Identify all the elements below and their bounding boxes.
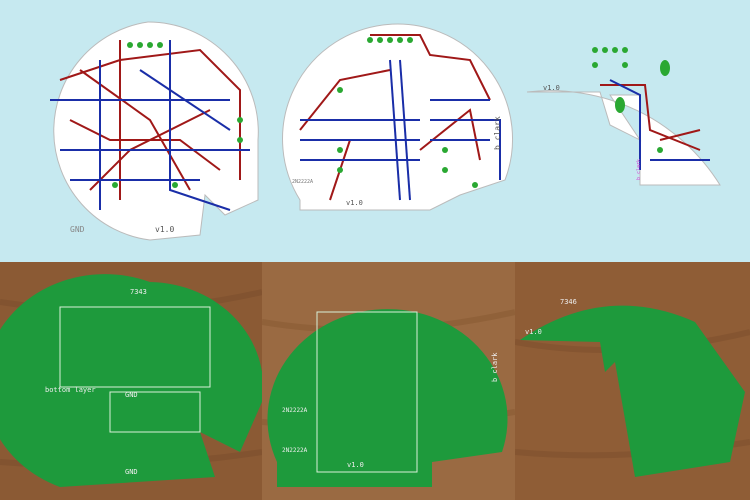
author-label: b clark (493, 116, 502, 150)
version-label: v1.0 (525, 328, 542, 336)
photo-board-3: 7346 v1.0 (515, 262, 750, 500)
pcb-layout-1: GND v1.0 (50, 21, 259, 241)
version-label: v1.0 (543, 84, 560, 92)
photo-board-1: 7343 bottom layer GND GND (0, 262, 262, 500)
gnd-label: GND (125, 391, 138, 399)
part-label: 7346 (560, 298, 577, 306)
version-label: v1.0 (346, 199, 363, 207)
pcb-photos: 7343 bottom layer GND GND 2N2222A 2N2222… (0, 262, 750, 500)
pcb-layout-3: v1.0 b clark (526, 47, 721, 186)
gnd-label: GND (125, 468, 138, 476)
author-label: b clark (491, 352, 499, 382)
part-label: 7343 (130, 288, 147, 296)
transistor-label: 2N2222A (292, 179, 313, 185)
pcb-layout-2: v1.0 b clark 2N2222A (282, 23, 514, 211)
gnd-label: GND (70, 225, 85, 234)
transistor-label: 2N2222A (282, 447, 308, 454)
photo-board-2: 2N2222A 2N2222A v1.0 b clark (262, 262, 515, 500)
transistor-label: 2N2222A (282, 407, 308, 414)
author-label: b clark (636, 159, 642, 180)
pcb-layouts: GND v1.0 v1.0 b clark 2N2222A (50, 21, 721, 241)
version-label: v1.0 (347, 461, 364, 469)
pcb-layout-panel: GND v1.0 v1.0 b clark 2N2222A (50, 21, 721, 241)
bottom-layer-label: bottom layer (45, 386, 96, 394)
version-label: v1.0 (155, 225, 174, 234)
